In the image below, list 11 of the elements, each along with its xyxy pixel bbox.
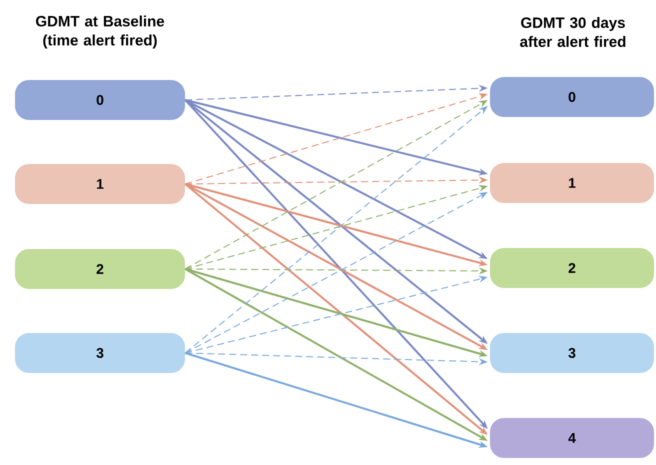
state-box: 3	[15, 333, 185, 373]
state-box: 0	[490, 77, 654, 117]
column-heading: GDMT 30 days after alert fired	[520, 17, 626, 47]
state-box: 2	[490, 248, 654, 288]
state-box: 4	[490, 418, 654, 458]
state-box: 3	[490, 333, 654, 373]
state-box: 2	[15, 249, 185, 289]
state-box: 1	[490, 163, 654, 203]
column-heading: GDMT at Baseline (time alert fired)	[36, 16, 164, 48]
state-box: 0	[15, 80, 185, 120]
state-box: 1	[15, 164, 185, 204]
